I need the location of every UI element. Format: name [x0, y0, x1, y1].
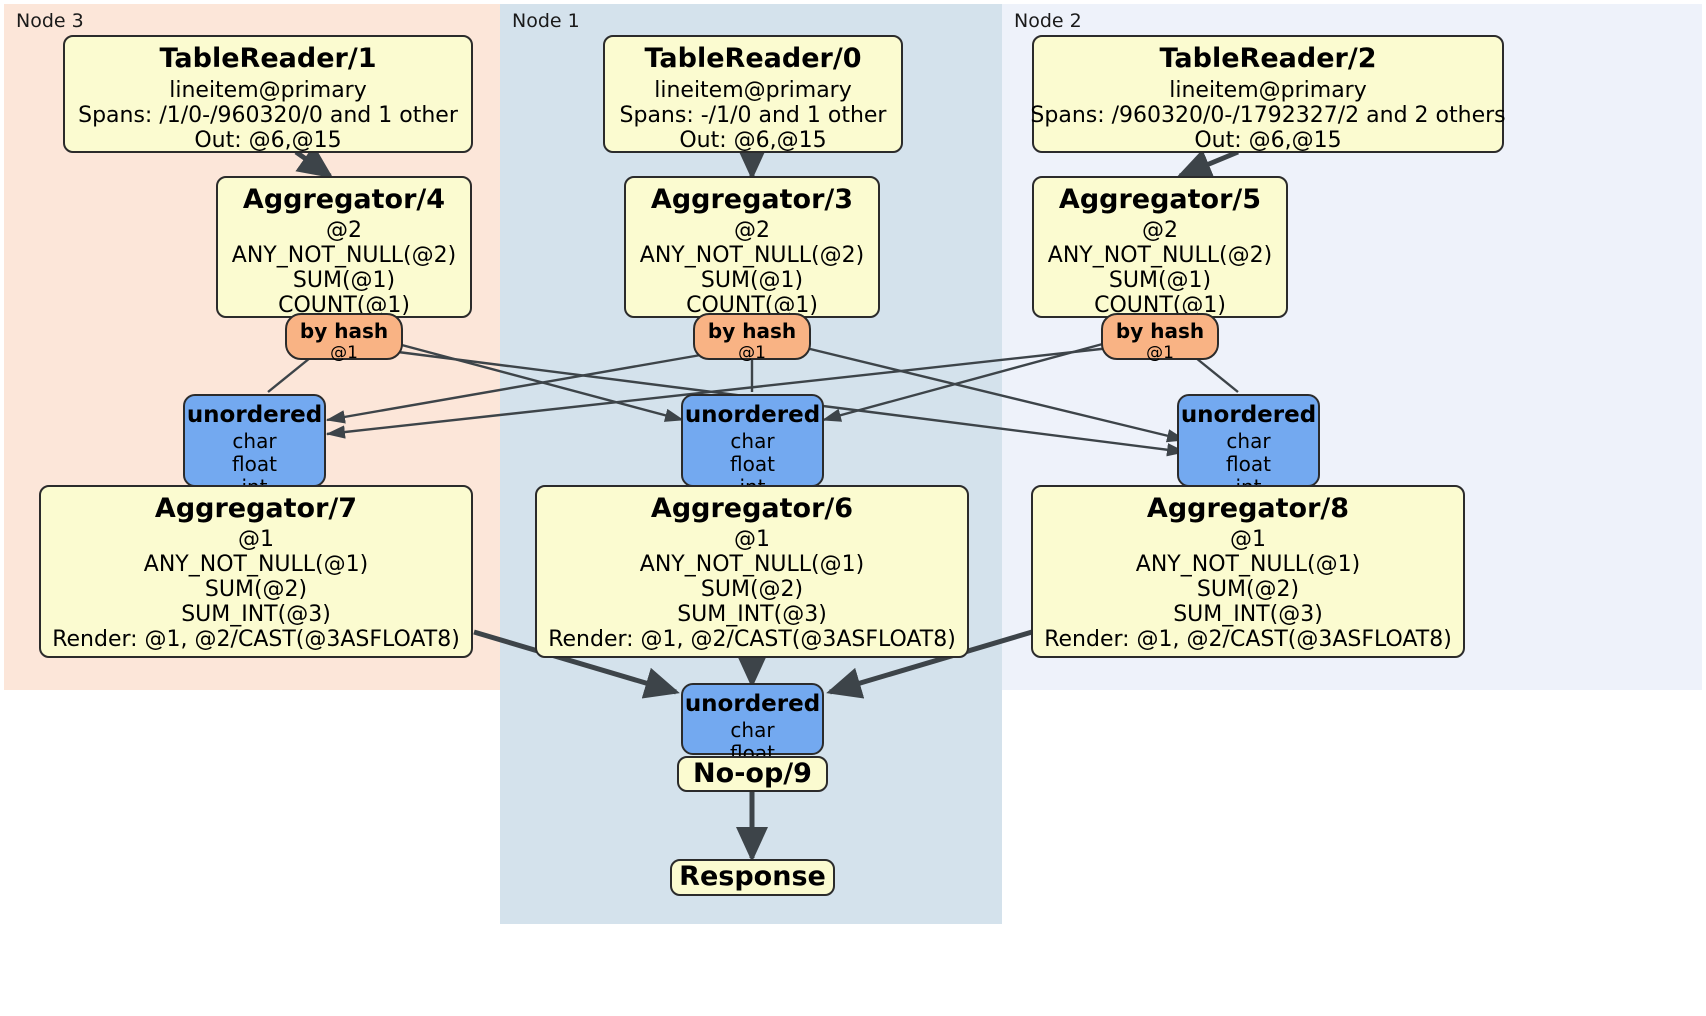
synchronizer-unordered-right[interactable]: unordered char float int	[1177, 394, 1320, 498]
box-line: Out: @6,@15	[194, 127, 342, 153]
box-line: SUM(@1)	[1108, 267, 1212, 293]
router-by-hash-aggregator-5[interactable]: by hash @1	[1101, 313, 1219, 363]
box-line: SUM_INT(@3)	[1173, 602, 1323, 627]
box-line: Spans: -/1/0 and 1 other	[619, 102, 887, 128]
box-line: lineitem@primary	[1169, 77, 1367, 103]
box-line: Spans: /960320/0-/1792327/2 and 2 others	[1030, 102, 1506, 128]
box-title: unordered	[186, 402, 323, 428]
node-label-node3: Node 3	[16, 10, 84, 32]
synchronizer-unordered-final[interactable]: unordered char float	[681, 683, 824, 764]
box-title: unordered	[684, 402, 821, 428]
box-line: ANY_NOT_NULL(@2)	[231, 242, 457, 268]
response-node[interactable]: Response	[670, 859, 835, 896]
box-title: unordered	[684, 691, 821, 717]
box-line: SUM(@2)	[700, 576, 804, 602]
box-line: SUM(@2)	[204, 576, 308, 602]
box-line: float	[1226, 452, 1271, 477]
box-line: char	[730, 718, 775, 743]
box-line: ANY_NOT_NULL(@2)	[1047, 242, 1273, 268]
box-line: Spans: /1/0-/960320/0 and 1 other	[78, 102, 458, 128]
box-line: @1	[1146, 342, 1174, 363]
processor-aggregator-4[interactable]: Aggregator/4 @2 ANY_NOT_NULL(@2) SUM(@1)…	[216, 176, 472, 318]
processor-aggregator-7[interactable]: Aggregator/7 @1 ANY_NOT_NULL(@1) SUM(@2)…	[39, 485, 473, 658]
box-line: Render: @1, @2/CAST(@3ASFLOAT8)	[52, 627, 460, 653]
box-line: ANY_NOT_NULL(@2)	[639, 242, 865, 268]
box-title: No-op/9	[693, 757, 812, 789]
box-line: char	[232, 429, 277, 454]
box-title: by hash	[707, 319, 797, 343]
box-line: Render: @1, @2/CAST(@3ASFLOAT8)	[1044, 627, 1452, 653]
box-line: @2	[1142, 217, 1178, 243]
router-by-hash-aggregator-4[interactable]: by hash @1	[285, 313, 403, 363]
synchronizer-unordered-left[interactable]: unordered char float int	[183, 394, 326, 498]
box-line: Out: @6,@15	[679, 127, 827, 153]
processor-no-op-9[interactable]: No-op/9	[677, 756, 828, 792]
box-line: @1	[734, 526, 770, 552]
box-line: Render: @1, @2/CAST(@3ASFLOAT8)	[548, 627, 956, 653]
processor-aggregator-5[interactable]: Aggregator/5 @2 ANY_NOT_NULL(@2) SUM(@1)…	[1032, 176, 1288, 318]
box-title: by hash	[299, 319, 389, 343]
box-line: char	[1226, 429, 1271, 454]
box-title: Aggregator/7	[154, 493, 358, 524]
box-line: @2	[734, 217, 770, 243]
box-line: SUM(@1)	[700, 267, 804, 293]
box-title: TableReader/1	[159, 43, 377, 74]
router-by-hash-aggregator-3[interactable]: by hash @1	[693, 313, 811, 363]
processor-table-reader-2[interactable]: TableReader/2 lineitem@primary Spans: /9…	[1030, 35, 1506, 153]
box-title: Response	[679, 861, 826, 893]
box-title: Aggregator/3	[650, 184, 854, 215]
box-line: @1	[330, 342, 358, 363]
box-title: Aggregator/6	[650, 493, 854, 524]
box-line: char	[730, 429, 775, 454]
box-line: @1	[238, 526, 274, 552]
processor-table-reader-0[interactable]: TableReader/0 lineitem@primary Spans: -/…	[603, 35, 903, 153]
box-line: SUM_INT(@3)	[677, 602, 827, 627]
box-line: SUM(@2)	[1196, 576, 1300, 602]
box-line: ANY_NOT_NULL(@1)	[639, 551, 865, 577]
box-line: ANY_NOT_NULL(@1)	[1135, 551, 1361, 577]
processor-aggregator-6[interactable]: Aggregator/6 @1 ANY_NOT_NULL(@1) SUM(@2)…	[535, 485, 969, 658]
box-line: @2	[326, 217, 362, 243]
box-line: @1	[738, 342, 766, 363]
box-line: Out: @6,@15	[1194, 127, 1342, 153]
box-title: TableReader/2	[1159, 43, 1377, 74]
box-title: unordered	[1180, 402, 1317, 428]
box-line: ANY_NOT_NULL(@1)	[143, 551, 369, 577]
box-title: Aggregator/8	[1146, 493, 1350, 524]
box-title: Aggregator/5	[1058, 184, 1262, 215]
processor-table-reader-1[interactable]: TableReader/1 lineitem@primary Spans: /1…	[63, 35, 473, 153]
box-line: float	[730, 452, 775, 477]
box-line: SUM(@1)	[292, 267, 396, 293]
synchronizer-unordered-center[interactable]: unordered char float int	[681, 394, 824, 498]
box-title: by hash	[1115, 319, 1205, 343]
box-line: lineitem@primary	[654, 77, 852, 103]
box-title: Aggregator/4	[242, 184, 446, 215]
processor-aggregator-3[interactable]: Aggregator/3 @2 ANY_NOT_NULL(@2) SUM(@1)…	[624, 176, 880, 318]
box-title: TableReader/0	[644, 43, 862, 74]
node-label-node2: Node 2	[1014, 10, 1082, 32]
processor-aggregator-8[interactable]: Aggregator/8 @1 ANY_NOT_NULL(@1) SUM(@2)…	[1031, 485, 1465, 658]
box-line: @1	[1230, 526, 1266, 552]
box-line: lineitem@primary	[169, 77, 367, 103]
box-line: SUM_INT(@3)	[181, 602, 331, 627]
box-line: float	[232, 452, 277, 477]
node-label-node1: Node 1	[512, 10, 580, 32]
